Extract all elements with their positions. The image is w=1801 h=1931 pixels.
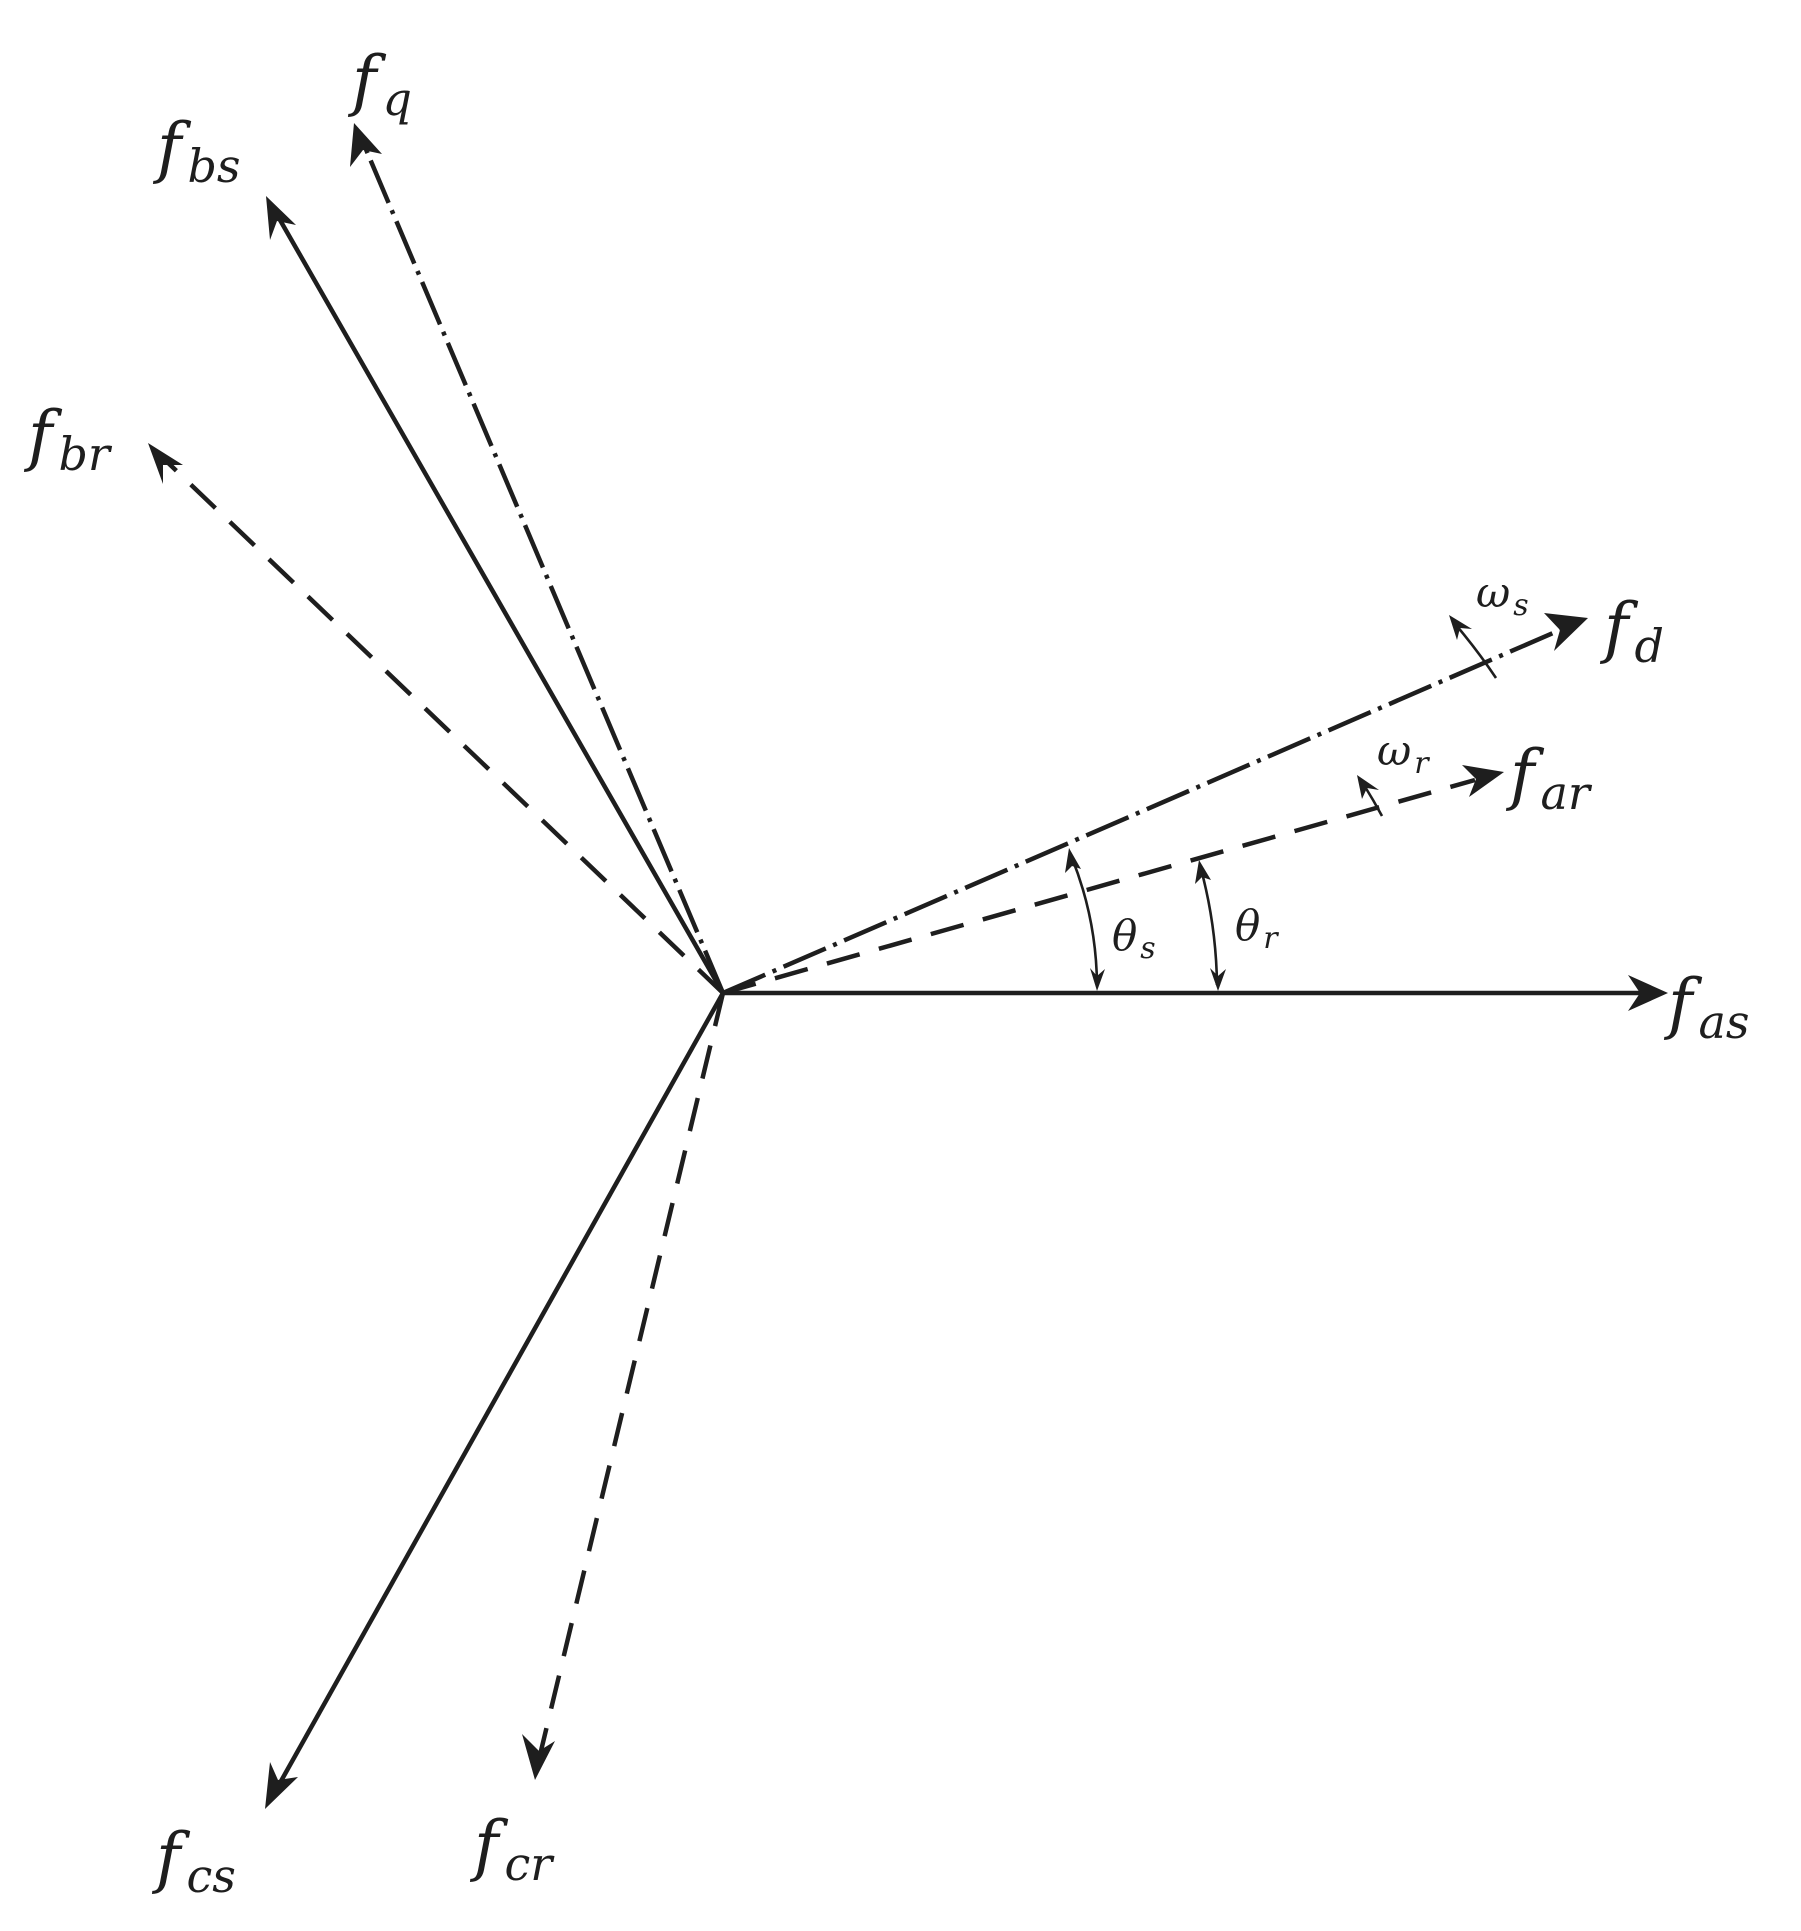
arrowhead-f-cr (522, 1734, 555, 1780)
arrowhead-f-ar (1462, 765, 1504, 797)
theta-r-arc (1199, 868, 1219, 986)
vector-f-d (722, 627, 1561, 996)
vector-f-cs (274, 991, 725, 1792)
arrowhead-f-cs (265, 1762, 298, 1809)
arrowhead-f-bs (266, 196, 296, 240)
theta-r-arrow-top (1195, 860, 1211, 884)
vector-f-ar (722, 777, 1476, 996)
theta-s-arrow-top (1065, 848, 1081, 873)
theta-s-arrow-bottom (1090, 968, 1105, 991)
arrowhead-f-as (1628, 975, 1668, 1011)
vector-f-q (359, 139, 726, 994)
arrowhead-f-br (148, 443, 183, 484)
omega-r-arrow (1357, 775, 1379, 799)
arrowhead-f-d (1544, 613, 1588, 651)
theta-r-arrow-bottom (1210, 968, 1226, 991)
vector-f-br (161, 456, 725, 995)
theta-s-arc (1070, 857, 1099, 986)
omega-s-arrow (1449, 615, 1472, 640)
vector-f-bs (274, 211, 725, 995)
vector-f-cr (537, 992, 726, 1756)
arrowhead-f-q (350, 123, 382, 167)
